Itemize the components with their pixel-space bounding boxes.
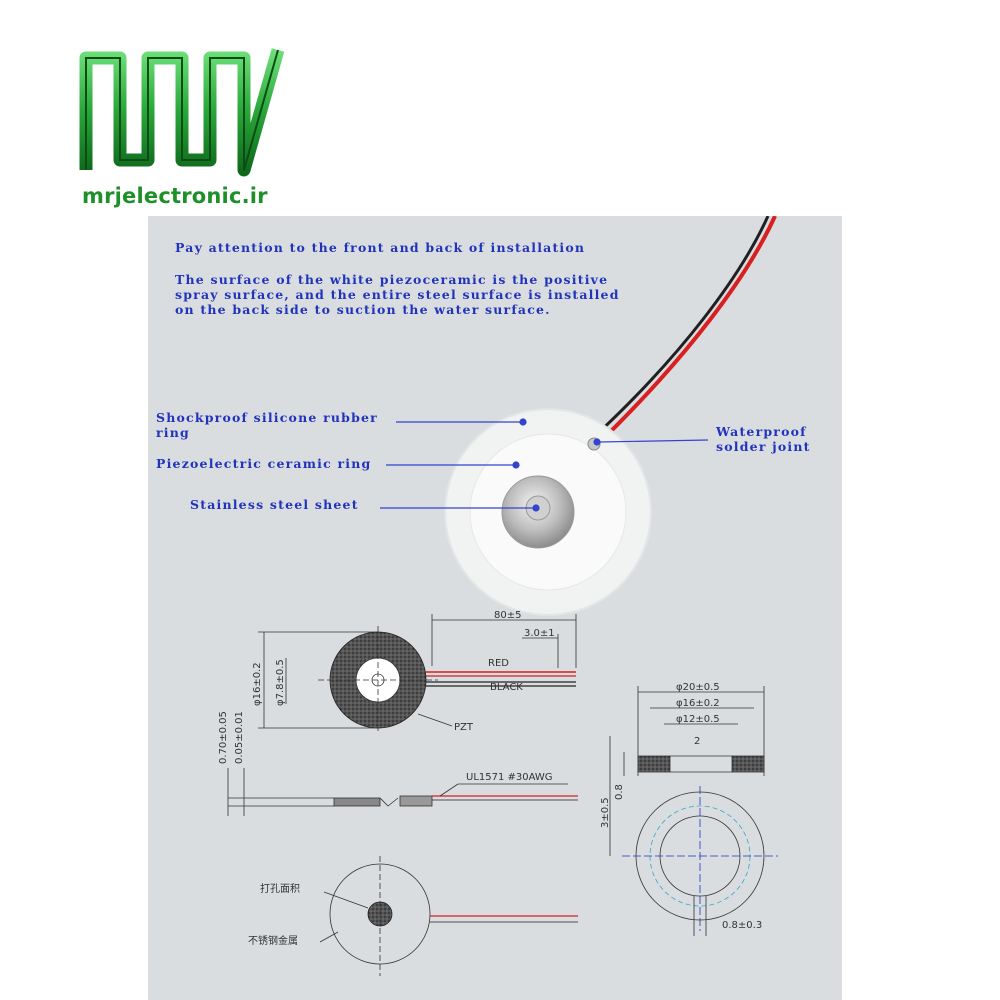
callout-dot-rubber: [519, 418, 527, 426]
callout-line-solder: [599, 439, 709, 443]
callout-dot-solder: [593, 438, 601, 446]
brand-logo: [79, 48, 285, 177]
callout-dot-steel: [532, 504, 540, 512]
label-hole-area: 打孔面积: [260, 882, 300, 895]
note-title: Pay attention to the front and back of i…: [175, 240, 586, 255]
dim-total-thickness: 0.70±0.05: [218, 711, 229, 764]
label-cable-spec: UL1571 #30AWG: [466, 772, 553, 783]
label-stainless-metal: 不锈钢金属: [248, 934, 298, 947]
dim-holder-gap: 0.8±0.3: [722, 920, 762, 931]
callout-rubber-ring-line1: Shockproof silicone rubber: [156, 410, 378, 425]
drawing-top-view: [258, 614, 577, 734]
dim-holder-thickness: 0.8: [614, 784, 625, 800]
black-wire: [593, 216, 770, 438]
dim-outer-diameter: φ16±0.2: [252, 662, 263, 706]
callout-dot-ceramic: [512, 461, 520, 469]
callout-solder-line2: solder joint: [716, 439, 811, 454]
dim-wire-length: 80±5: [494, 610, 521, 621]
dim-holder-outer: φ20±0.5: [676, 682, 720, 693]
drawing-side-view: [227, 768, 578, 816]
product-panel: 80±5 3.0±1 RED BLACK PZT φ16±0.2 φ7.8±0.…: [148, 216, 842, 1000]
dim-holder-step: 2: [694, 736, 700, 747]
callout-rubber-ring-line2: ring: [156, 425, 190, 440]
brand-site-name: mrjelectronic.ir: [82, 184, 268, 208]
product-diagram: 80±5 3.0±1 RED BLACK PZT φ16±0.2 φ7.8±0.…: [218, 216, 778, 976]
note-line-1: The surface of the white piezoceramic is…: [175, 272, 609, 287]
note-line-2: spray surface, and the entire steel surf…: [175, 287, 620, 302]
label-pzt: PZT: [454, 722, 474, 733]
note-line-3: on the back side to suction the water su…: [175, 302, 551, 317]
label-red-wire: RED: [488, 658, 509, 669]
dim-holder-mid: φ16±0.2: [676, 698, 720, 709]
drawing-bottom-view: [319, 856, 578, 976]
dim-sheet-thickness: 0.05±0.01: [234, 711, 245, 764]
dim-inner-diameter: φ7.8±0.5: [275, 659, 286, 706]
dim-strip-length: 3.0±1: [524, 628, 555, 639]
dim-holder-height: 3±0.5: [600, 797, 611, 828]
dim-holder-inner: φ12±0.5: [676, 714, 720, 725]
callout-ceramic-ring: Piezoelectric ceramic ring: [156, 456, 372, 471]
callout-solder-line1: Waterproof: [716, 424, 807, 439]
red-wire: [598, 216, 777, 444]
drawing-holder-ring: [609, 686, 778, 936]
callout-steel-sheet: Stainless steel sheet: [190, 497, 359, 512]
label-black-wire: BLACK: [490, 682, 523, 693]
